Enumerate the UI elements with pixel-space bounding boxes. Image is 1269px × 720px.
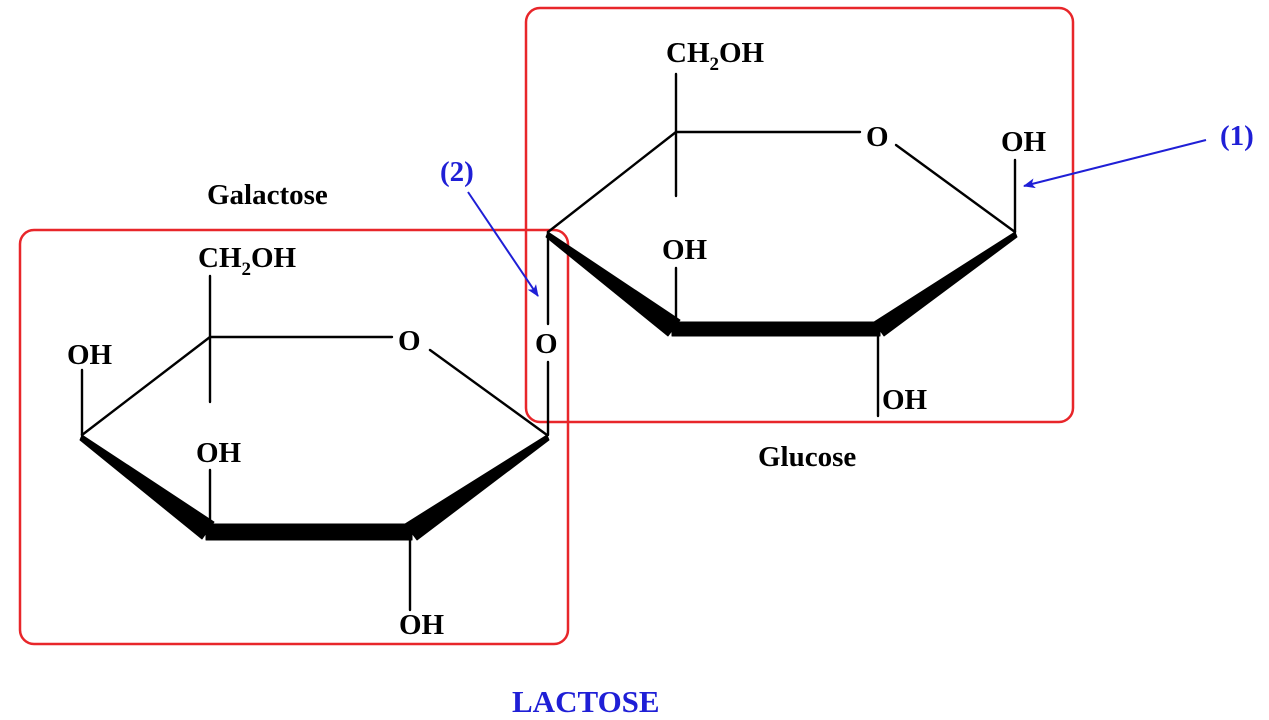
marker-1-label: (1) bbox=[1220, 120, 1254, 152]
glucose-ch2oh-label: CH2OH bbox=[666, 37, 765, 75]
galactose-box bbox=[18, 228, 570, 646]
galactose-name: Galactose bbox=[207, 179, 328, 211]
galactose-ring-oxygen: O bbox=[398, 325, 421, 357]
galactose-oh-c4: OH bbox=[67, 339, 113, 371]
glucose-name: Glucose bbox=[758, 441, 856, 473]
glucose-ring-oxygen: O bbox=[866, 121, 889, 153]
glucose-box bbox=[524, 6, 1075, 424]
linkage-oxygen: O bbox=[535, 328, 558, 360]
galactose-ring bbox=[79, 274, 550, 612]
galactose-oh-c2: OH bbox=[399, 609, 445, 641]
arrow-1 bbox=[1023, 139, 1207, 189]
diagram-title: LACTOSE bbox=[512, 684, 660, 719]
arrow-2 bbox=[467, 191, 539, 297]
marker-2-label: (2) bbox=[440, 156, 474, 188]
glucose-oh-c1: OH bbox=[1001, 126, 1047, 158]
galactose-oh-c3: OH bbox=[196, 437, 242, 469]
glucose-oh-c2: OH bbox=[882, 384, 928, 416]
glucose-oh-c3: OH bbox=[662, 234, 708, 266]
glucose-ring bbox=[545, 72, 1018, 418]
galactose-ch2oh-label: CH2OH bbox=[198, 242, 297, 280]
